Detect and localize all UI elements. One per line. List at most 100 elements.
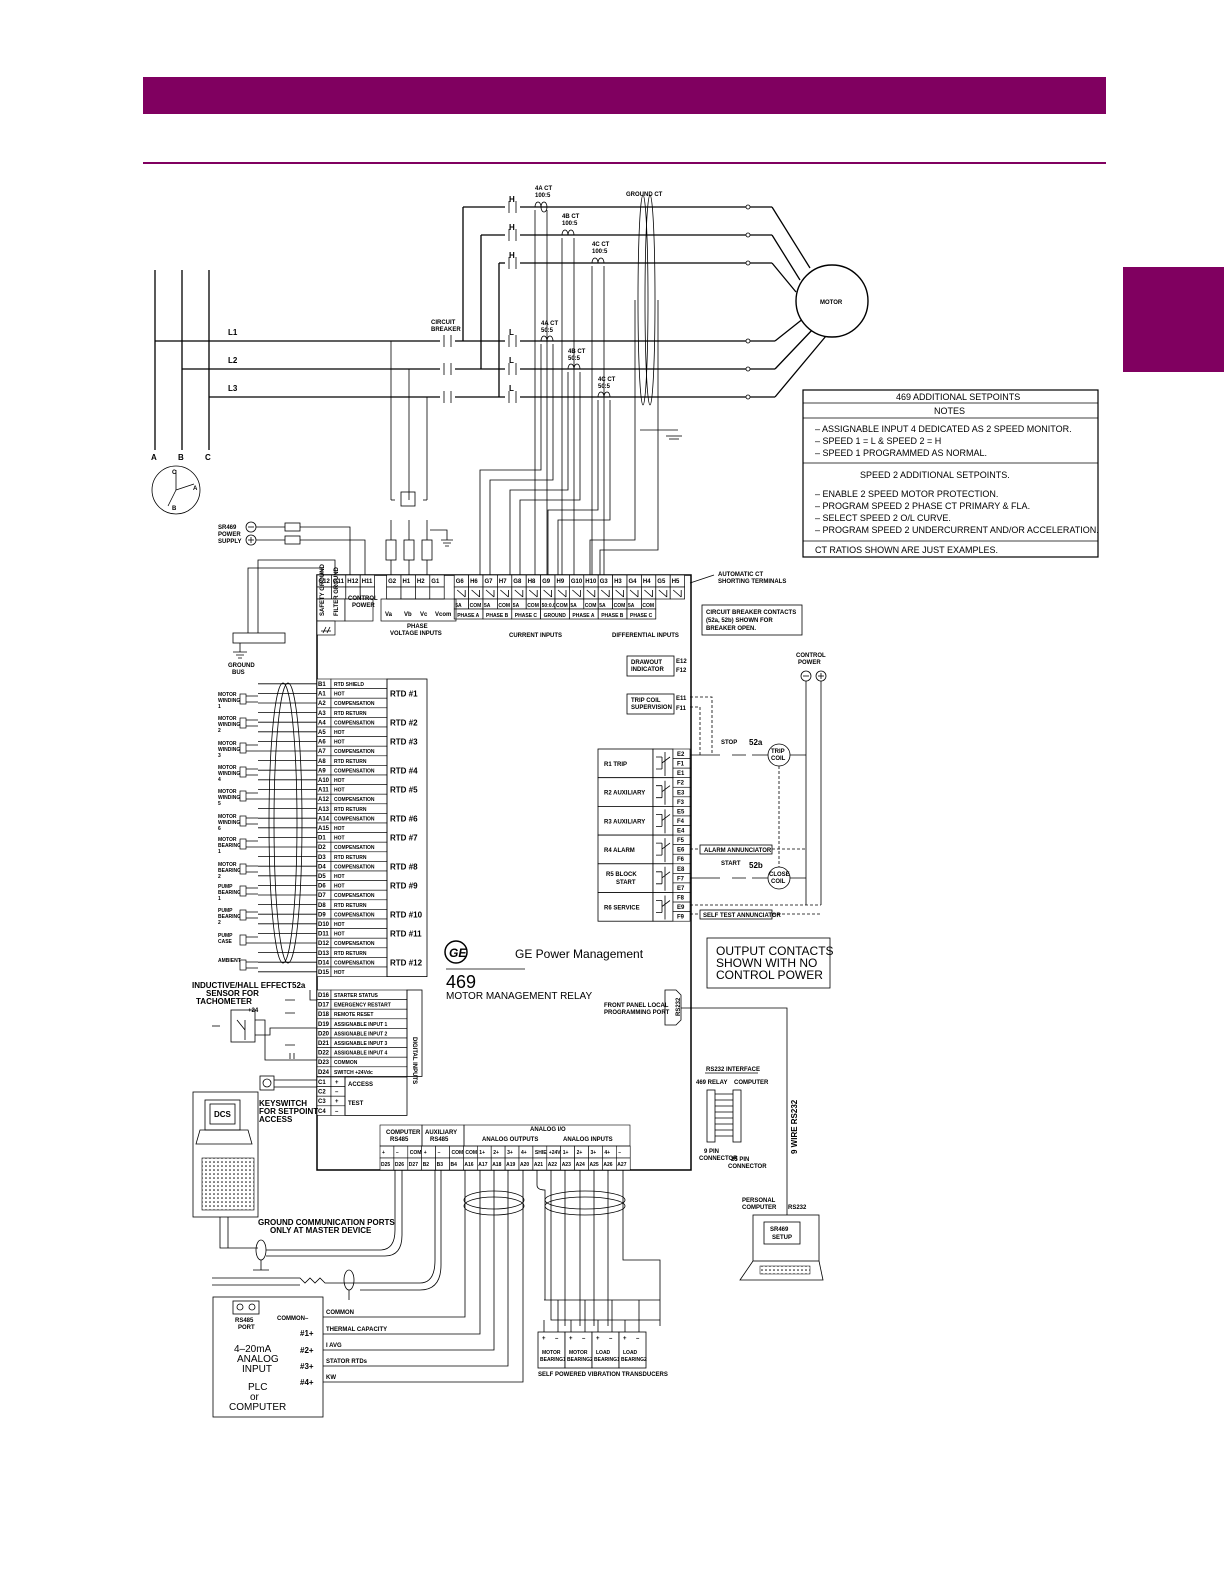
rtd-function: RTD RETURN <box>334 711 367 717</box>
transducer-label: BEARING1 <box>540 1357 566 1363</box>
rs232-cable-label: 9 WIRE RS232 <box>790 1099 799 1154</box>
transducer-sign: + <box>596 1336 600 1342</box>
phase-b-label: B <box>178 453 184 462</box>
note-item: – SPEED 1 PROGRAMMED AS NORMAL. <box>815 448 987 458</box>
plc-body: INPUT <box>242 1364 272 1375</box>
pc-rs232-label: RS232 <box>788 1205 807 1211</box>
relay-terminal: F9 <box>677 915 685 921</box>
rtd-source-label: MOTOR <box>218 765 237 771</box>
notes-footer: CT RATIOS SHOWN ARE JUST EXAMPLES. <box>815 545 998 555</box>
relay-terminal: E1 <box>677 771 685 777</box>
rtd-terminal: A1 <box>318 692 326 698</box>
test-label: TEST <box>348 1101 364 1107</box>
bottom-sign: 2+ <box>493 1150 499 1156</box>
top-terminal-label: H5 <box>672 579 680 585</box>
ground-bus-label: GROUND <box>228 663 255 669</box>
ground-bus-label: BUS <box>232 670 245 676</box>
digital-terminal: D23 <box>318 1060 330 1066</box>
current-group: PHASE C <box>630 613 653 619</box>
note-item: – SPEED 1 = L & SPEED 2 = H <box>815 436 941 446</box>
label-52a-digital: 52a <box>292 981 306 990</box>
ct-c-high-label: 4C CT <box>592 242 610 248</box>
bottom-sign: – <box>396 1150 399 1156</box>
vb-label: Vb <box>404 612 412 618</box>
output-note-line: CONTROL POWER <box>716 968 823 982</box>
bottom-terminal: A18 <box>492 1162 501 1168</box>
top-terminal-label: H1 <box>403 579 411 585</box>
cb-note-line: (52a, 52b) SHOWN FOR <box>706 618 773 624</box>
rtd-source-label: WINDING <box>218 698 240 704</box>
plc-rs485: PORT <box>238 1325 255 1331</box>
rtd-function: HOT <box>334 692 345 698</box>
keyswitch-label: ACCESS <box>259 1115 293 1124</box>
rtd-source-label: 6 <box>218 826 221 832</box>
digital-function: ASSIGNABLE INPUT 2 <box>334 1031 388 1037</box>
analog-output-wires: COMMON THERMAL CAPACITY I AVG STATOR RTD… <box>323 1170 525 1383</box>
rtd-terminal: D7 <box>318 893 326 899</box>
rtd-source-label: MOTOR <box>218 862 237 868</box>
rtd-terminal: A13 <box>318 807 330 813</box>
rtd-terminal: D8 <box>318 903 326 909</box>
rtd-label: RTD #11 <box>390 930 422 939</box>
current-cell: 5A <box>570 603 577 609</box>
rtd-label: RTD #4 <box>390 766 418 775</box>
plc-input: #4+ <box>300 1378 314 1387</box>
bottom-sign: 3+ <box>507 1150 513 1156</box>
control-power-label: CONTROL <box>348 596 378 602</box>
rtd-terminal: D11 <box>318 932 329 938</box>
l1-label: L1 <box>228 328 238 337</box>
header-bar <box>143 77 1106 114</box>
phase-voltage-label: VOLTAGE INPUTS <box>390 631 442 637</box>
close-coil-label: COIL <box>771 879 786 885</box>
bottom-sign: 4+ <box>521 1150 527 1156</box>
current-cell: COM <box>527 603 539 609</box>
current-cell: COM <box>585 603 597 609</box>
notes-box: 469 ADDITIONAL SETPOINTS NOTES – ASSIGNA… <box>802 389 1099 558</box>
rtd-terminal: D2 <box>318 845 326 851</box>
bottom-terminal: A23 <box>562 1162 571 1168</box>
pc-screen-text: SETUP <box>772 1235 792 1241</box>
bottom-sign: COM <box>465 1150 477 1156</box>
rtd-label: RTD #12 <box>390 958 423 967</box>
relay-name: R2 AUXILIARY <box>604 791 645 797</box>
bottom-sign: 1+ <box>563 1150 569 1156</box>
bottom-terminal: A17 <box>478 1162 487 1168</box>
bottom-terminal: A24 <box>576 1162 585 1168</box>
bottom-terminal: A21 <box>534 1162 543 1168</box>
tripcoil-label: SUPERVISION <box>631 705 672 711</box>
keyswitch-symbol <box>259 1075 275 1091</box>
rtd-source-label: WINDING <box>218 820 240 826</box>
rtd-source-label: WINDING <box>218 795 240 801</box>
h-label-2: H <box>509 223 515 232</box>
transducer-sign: – <box>609 1336 613 1342</box>
digital-terminal: D21 <box>318 1041 330 1047</box>
digital-terminal: D20 <box>318 1031 330 1037</box>
analog-out-label: I AVG <box>326 1343 342 1349</box>
rtd-terminal: D3 <box>318 855 326 861</box>
rtd-terminal: D14 <box>318 960 330 966</box>
rtd-function: COMPENSATION <box>334 749 375 755</box>
ct-b-low-label: 4B CT <box>568 349 586 355</box>
rtd-function: COMPENSATION <box>334 941 375 947</box>
bottom-sign: + <box>382 1150 385 1156</box>
top-terminal-label: G9 <box>542 579 551 585</box>
rtd-function: COMPENSATION <box>334 960 375 966</box>
rtd-source-label: AMBIENT <box>218 958 241 964</box>
top-terminal-label: H3 <box>614 579 622 585</box>
current-group: PHASE A <box>572 613 594 619</box>
rtd-function: COMPENSATION <box>334 797 375 803</box>
plc-body: PLC <box>248 1382 267 1393</box>
transducer-sign: – <box>636 1336 640 1342</box>
access-terminal: C4 <box>318 1109 326 1115</box>
current-group: GROUND <box>544 613 567 619</box>
rtd-source-label: PUMP <box>218 908 233 914</box>
tacho-label: TACHOMETER <box>196 997 252 1006</box>
front-port-label: FRONT PANEL LOCAL <box>604 1003 669 1009</box>
digital-terminal: D24 <box>318 1070 330 1076</box>
nine-pin-label: 9 PIN <box>704 1149 719 1155</box>
power-system: A B C CIRCUIT BREAKER L1 L2 L3 L L <box>151 186 869 575</box>
rtd-cable-bundle <box>268 682 298 964</box>
bottom-sign: – <box>618 1150 621 1156</box>
analog-io-label: ANALOG I/O <box>530 1127 566 1133</box>
rtd-function: HOT <box>334 788 345 794</box>
